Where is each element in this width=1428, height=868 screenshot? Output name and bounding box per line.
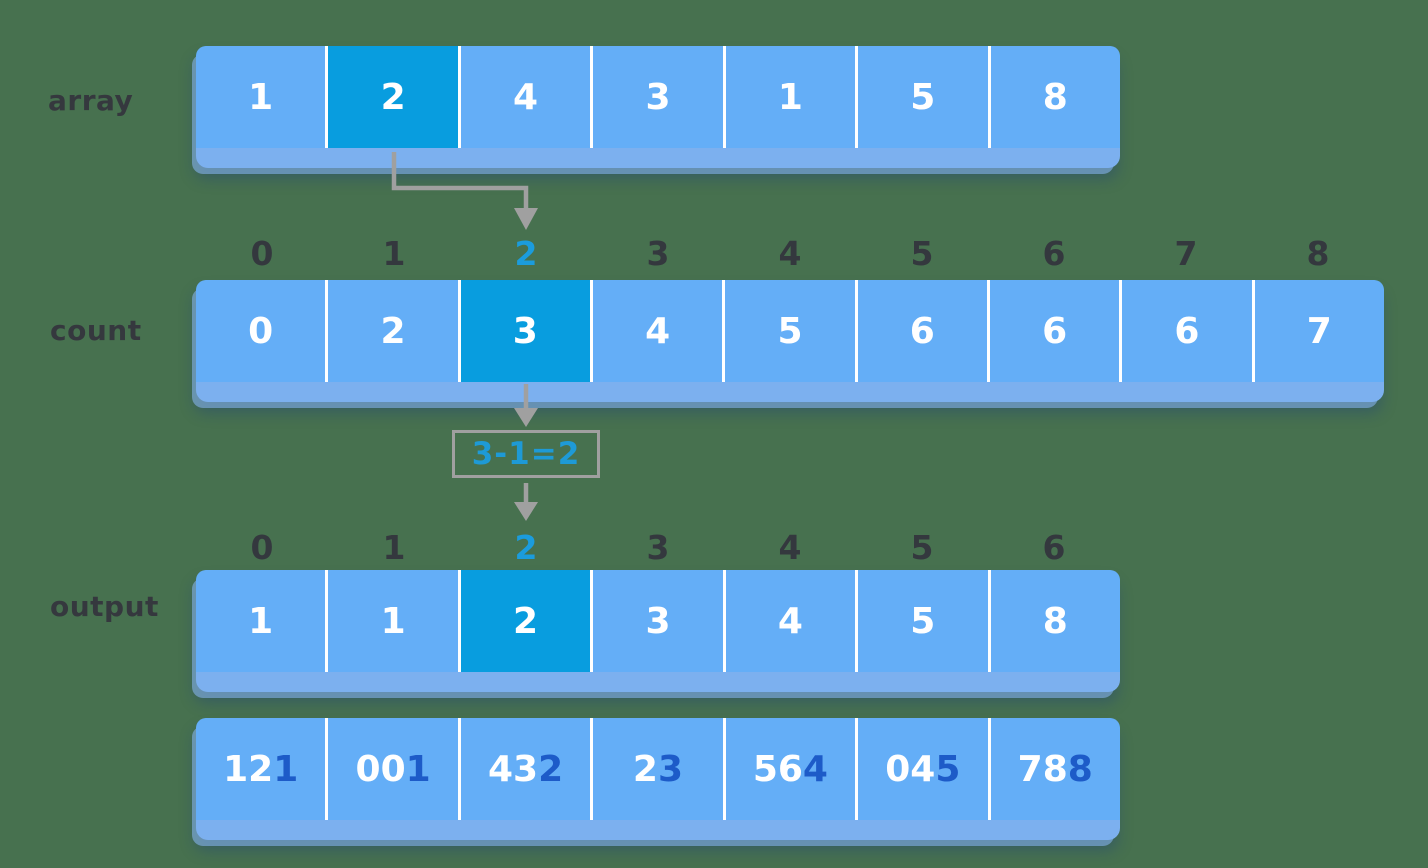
output-index-label: 3 — [646, 528, 670, 567]
arrow-formula-to-output — [514, 483, 538, 521]
output-index-label: 4 — [778, 528, 802, 567]
output-label: output — [50, 590, 159, 623]
output-index-label: 2 — [514, 528, 538, 567]
count-cell: 4 — [593, 280, 726, 382]
output-cell: 3 — [593, 570, 726, 672]
array-cell: 8 — [1042, 76, 1068, 118]
digit-prefix: 00 — [355, 748, 406, 790]
digit-prefix: 43 — [487, 748, 539, 790]
count-index-row: 0 1 2 3 4 5 6 7 8 — [196, 234, 1384, 273]
count-index-label: 1 — [382, 234, 406, 273]
count-index-label: 3 — [646, 234, 670, 273]
digit-prefix: 78 — [1017, 748, 1068, 790]
digit-prefix: 56 — [752, 748, 803, 790]
count-label: count — [50, 314, 142, 347]
array-label: array — [48, 84, 134, 117]
count-index-label: 2 — [514, 234, 538, 273]
output-index-row: 0 1 2 3 4 5 6 — [196, 528, 1120, 567]
output-index-label: 6 — [1042, 528, 1066, 567]
count-cell: 7 — [1306, 310, 1332, 352]
count-index-label: 8 — [1306, 234, 1330, 273]
output-cell: 8 — [1042, 600, 1068, 642]
digit-highlighted: 4 — [802, 748, 828, 790]
count-cell: 0 — [196, 280, 329, 382]
formula-box: 3-1=2 — [452, 430, 600, 478]
count-index-label: 0 — [250, 234, 274, 273]
digit-highlighted: 8 — [1067, 748, 1093, 790]
count-cell: 6 — [858, 280, 990, 382]
count-cell: 2 — [328, 280, 461, 382]
digit-prefix: 04 — [885, 748, 936, 790]
output-cell: 2 — [460, 570, 594, 672]
count-cell: 6 — [1122, 280, 1255, 382]
array-cell: 5 — [858, 46, 991, 148]
count-index-label: 6 — [1042, 234, 1066, 273]
output-cell: 5 — [858, 570, 991, 672]
output-cell: 1 — [196, 570, 329, 672]
digit-highlighted: 3 — [657, 748, 684, 790]
digit-highlighted: 2 — [538, 748, 564, 790]
output-index-label: 0 — [250, 528, 274, 567]
output-cell: 4 — [726, 570, 859, 672]
array-cell: 1 — [726, 46, 859, 148]
output-index-label: 1 — [382, 528, 406, 567]
count-index-label: 4 — [778, 234, 802, 273]
count-cell: 5 — [725, 280, 858, 382]
output-index-label: 5 — [910, 528, 934, 567]
array-cell: 4 — [461, 46, 594, 148]
array-cell: 2 — [328, 46, 461, 148]
digit-prefix: 2 — [632, 748, 658, 790]
digit-highlighted: 5 — [935, 748, 961, 790]
array-cell: 1 — [196, 46, 329, 148]
digit-highlighted: 1 — [273, 748, 299, 790]
output-cell: 1 — [328, 570, 461, 672]
count-cell: 6 — [990, 280, 1123, 382]
count-cell: 3 — [460, 280, 593, 382]
digit-prefix: 12 — [223, 748, 274, 790]
count-index-label: 7 — [1174, 234, 1198, 273]
array-cell: 3 — [593, 46, 726, 148]
digit-highlighted: 1 — [405, 748, 431, 790]
count-index-label: 5 — [910, 234, 934, 273]
